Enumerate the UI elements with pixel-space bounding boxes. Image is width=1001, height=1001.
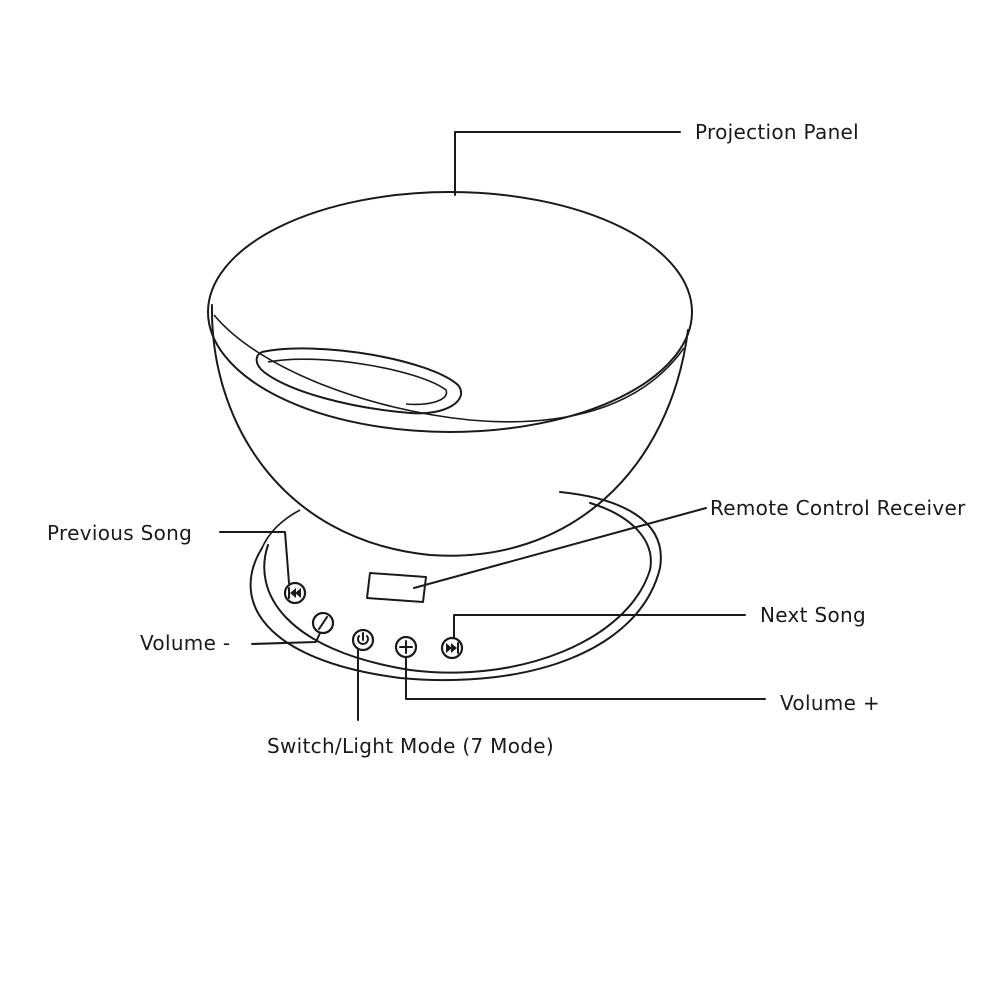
label-volume-minus: Volume - [140, 631, 230, 655]
label-previous-song: Previous Song [47, 521, 192, 545]
leader-projection-panel [454, 131, 681, 196]
leader-volume-plus [405, 656, 766, 700]
power-button[interactable] [351, 628, 375, 652]
leader-remote-receiver [413, 507, 707, 589]
power-icon [357, 632, 369, 645]
label-projection-panel: Projection Panel [695, 120, 859, 144]
remote-receiver-window [366, 572, 427, 603]
label-volume-plus: Volume + [780, 691, 880, 715]
next-song-button[interactable] [440, 636, 464, 660]
next-track-icon [446, 642, 459, 654]
previous-song-button[interactable] [283, 581, 307, 605]
volume-down-button[interactable] [311, 611, 335, 635]
minus-icon [318, 616, 328, 630]
leader-previous-song [219, 531, 290, 584]
volume-up-button[interactable] [394, 635, 418, 659]
leader-volume-minus [251, 632, 321, 645]
label-remote-control-receiver: Remote Control Receiver [710, 496, 966, 520]
plus-icon [399, 640, 413, 654]
bowl-body [210, 304, 689, 557]
handle-opening [255, 347, 463, 415]
label-next-song: Next Song [760, 603, 866, 627]
leader-next-song [453, 614, 746, 639]
label-switch-light-mode: Switch/Light Mode (7 Mode) [267, 734, 554, 758]
previous-track-icon [288, 587, 301, 599]
projection-panel [207, 191, 693, 433]
leader-lines [219, 131, 766, 721]
